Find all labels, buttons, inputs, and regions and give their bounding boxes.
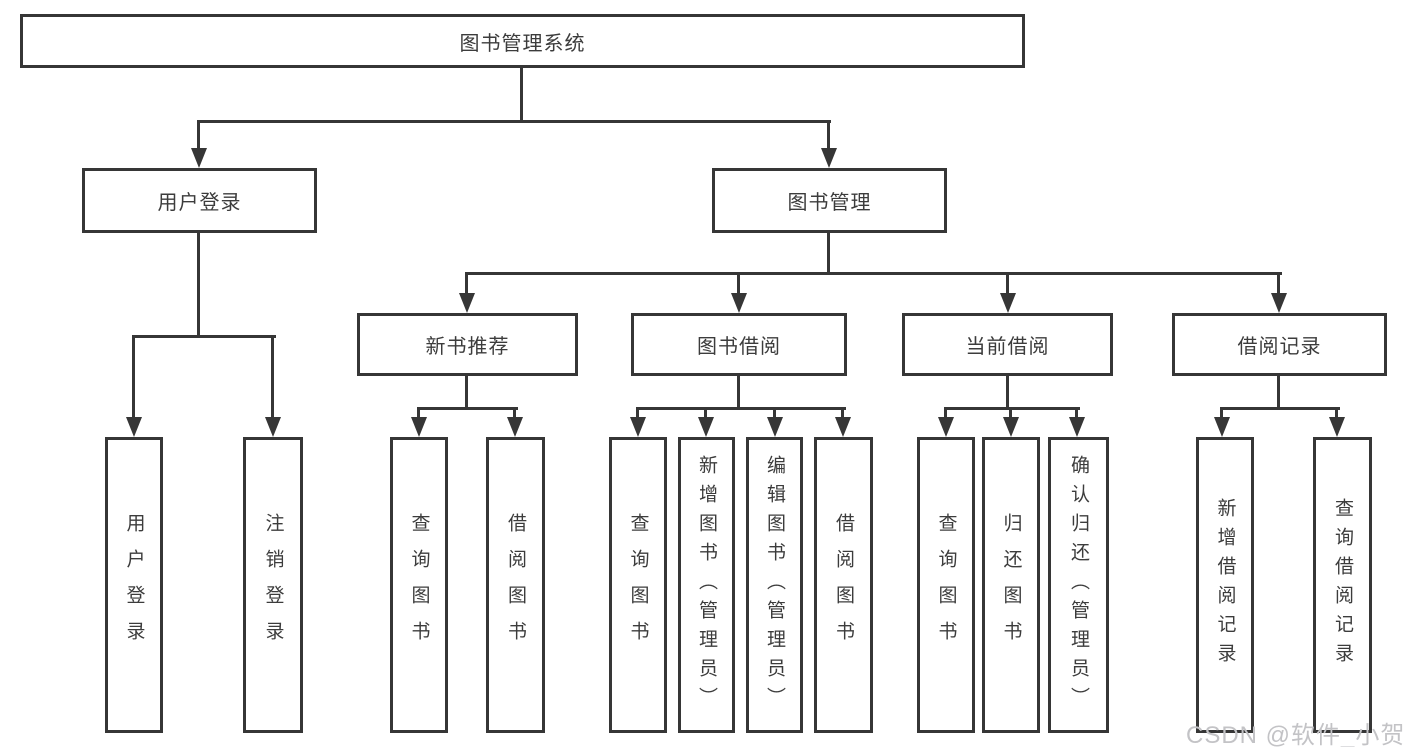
leaf-label: 查询借阅记录 <box>1332 498 1353 672</box>
leaf-user-login: 用户登录 <box>105 437 163 733</box>
node-current-borrowing: 当前借阅 <box>902 313 1113 376</box>
connector-line <box>944 407 1080 410</box>
leaf-label: 新增图书（管理员） <box>696 454 717 716</box>
leaf-label: 查询图书 <box>627 513 649 657</box>
arrow-head <box>507 417 523 437</box>
connector-line <box>1006 376 1009 410</box>
leaf-nb-query-books: 查询图书 <box>390 437 448 733</box>
connector-line <box>636 407 639 419</box>
arrow-head <box>459 293 475 313</box>
connector-line <box>1009 407 1012 419</box>
connector-line <box>827 120 830 150</box>
arrow-head <box>938 417 954 437</box>
arrow-head <box>1069 417 1085 437</box>
leaf-label: 用户登录 <box>123 513 145 657</box>
leaf-label: 查询图书 <box>408 513 430 657</box>
arrow-head <box>835 417 851 437</box>
connector-line <box>1006 272 1009 295</box>
connector-line <box>132 335 135 419</box>
node-borrowing-records: 借阅记录 <box>1172 313 1387 376</box>
connector-line <box>465 272 468 295</box>
leaf-cb-query-books: 查询图书 <box>917 437 975 733</box>
connector-line <box>132 335 276 338</box>
connector-line <box>944 407 947 419</box>
arrow-head <box>731 293 747 313</box>
leaf-cb-confirm-return-admin: 确认归还（管理员） <box>1048 437 1109 733</box>
node-label: 图书管理系统 <box>459 32 586 55</box>
arrow-head <box>265 417 281 437</box>
connector-line <box>1220 407 1223 419</box>
connector-line <box>197 233 200 338</box>
connector-line <box>1277 376 1280 410</box>
leaf-bb-query-books: 查询图书 <box>609 437 667 733</box>
leaf-label: 新增借阅记录 <box>1214 498 1236 672</box>
leaf-label: 借阅图书 <box>505 513 526 657</box>
node-user-login: 用户登录 <box>82 168 317 233</box>
arrow-head <box>630 417 646 437</box>
leaf-label: 确认归还（管理员） <box>1068 454 1089 716</box>
arrow-head <box>1214 417 1230 437</box>
arrow-head <box>767 417 783 437</box>
connector-line <box>827 233 830 275</box>
connector-line <box>417 407 518 410</box>
connector-line <box>197 120 200 150</box>
node-book-borrowing: 图书借阅 <box>631 313 847 376</box>
connector-line <box>1335 407 1338 419</box>
node-new-book-recommend: 新书推荐 <box>357 313 578 376</box>
connector-line <box>520 68 523 123</box>
connector-line <box>197 120 831 123</box>
leaf-br-query-record: 查询借阅记录 <box>1313 437 1372 733</box>
arrow-head <box>1000 293 1016 313</box>
node-label: 当前借阅 <box>965 336 1050 358</box>
leaf-cb-return-books: 归还图书 <box>982 437 1040 733</box>
leaf-logout: 注销登录 <box>243 437 303 733</box>
leaf-label: 编辑图书（管理员） <box>764 454 785 716</box>
connector-line <box>513 407 516 419</box>
node-label: 图书管理 <box>787 192 872 214</box>
arrow-head <box>821 148 837 168</box>
arrow-head <box>126 417 142 437</box>
node-library-management-system: 图书管理系统 <box>20 14 1025 68</box>
arrow-head <box>698 417 714 437</box>
leaf-label: 归还图书 <box>1000 513 1022 657</box>
connector-line <box>737 376 740 410</box>
leaf-label: 查询图书 <box>935 513 957 657</box>
csdn-watermark: CSDN @软件_小贺同学 <box>1186 722 1405 747</box>
node-label: 新书推荐 <box>425 336 510 358</box>
arrow-head <box>1271 293 1287 313</box>
leaf-br-add-record: 新增借阅记录 <box>1196 437 1254 733</box>
connector-line <box>1075 407 1078 419</box>
connector-line <box>704 407 707 419</box>
leaf-bb-add-books-admin: 新增图书（管理员） <box>678 437 735 733</box>
arrow-head <box>411 417 427 437</box>
connector-line <box>773 407 776 419</box>
connector-line <box>1220 407 1340 410</box>
leaf-nb-borrow-books: 借阅图书 <box>486 437 545 733</box>
connector-line <box>737 272 740 295</box>
connector-line <box>417 407 420 419</box>
connector-line <box>1277 272 1280 295</box>
node-label: 用户登录 <box>157 192 242 214</box>
connector-line <box>465 272 1282 275</box>
leaf-bb-edit-books-admin: 编辑图书（管理员） <box>746 437 803 733</box>
arrow-head <box>1329 417 1345 437</box>
node-label: 借阅记录 <box>1237 336 1322 358</box>
connector-line <box>636 407 846 410</box>
connector-line <box>841 407 844 419</box>
arrow-head <box>1003 417 1019 437</box>
connector-line <box>465 376 468 410</box>
connector-line <box>271 335 274 419</box>
node-label: 图书借阅 <box>697 336 781 358</box>
leaf-label: 借阅图书 <box>833 513 854 657</box>
node-book-management: 图书管理 <box>712 168 947 233</box>
leaf-label: 注销登录 <box>262 513 284 657</box>
arrow-head <box>191 148 207 168</box>
leaf-bb-borrow-books: 借阅图书 <box>814 437 873 733</box>
